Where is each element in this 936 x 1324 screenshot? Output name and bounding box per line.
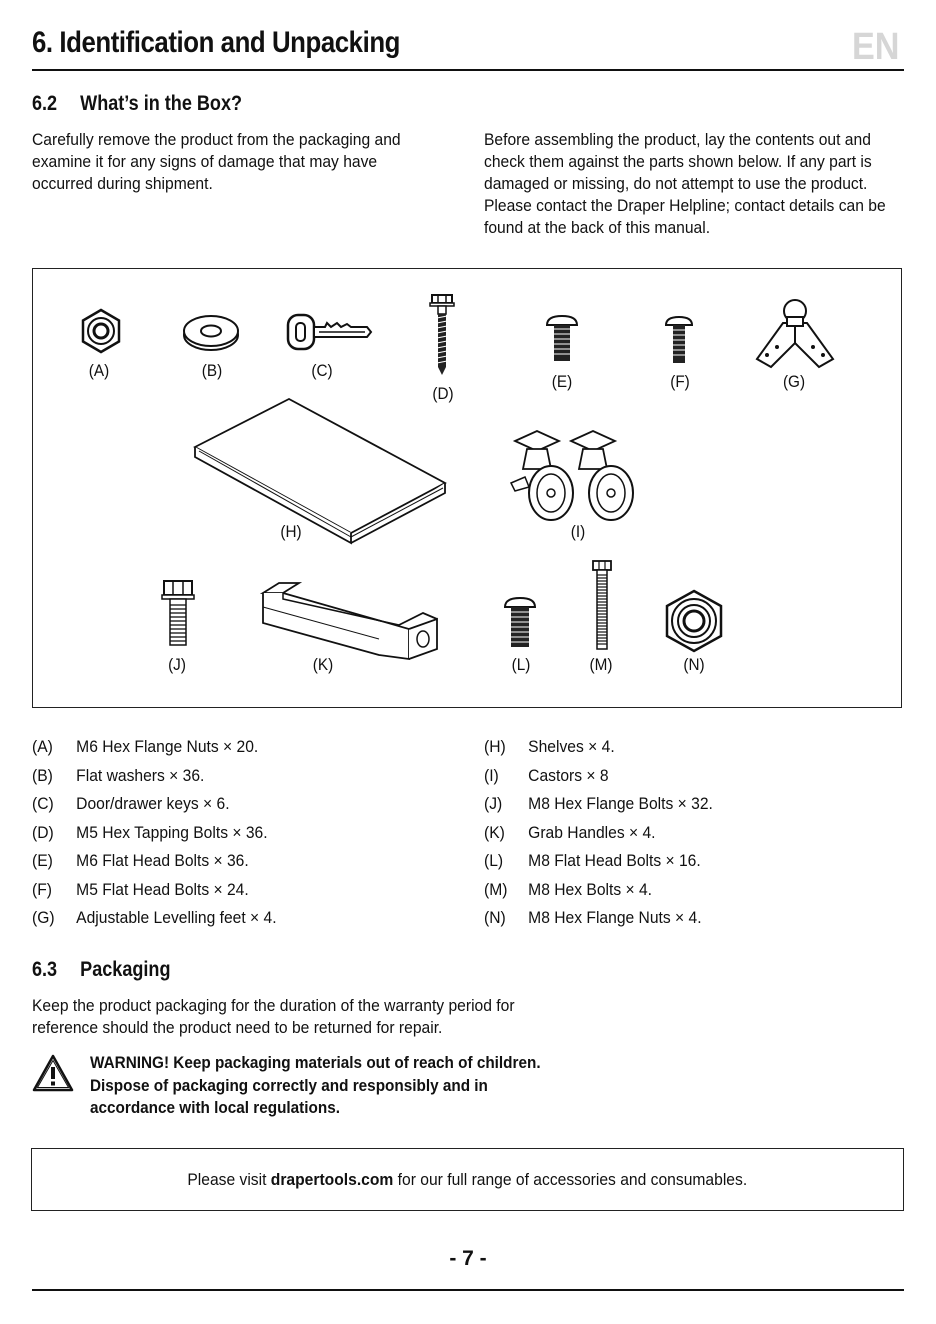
part-label-l: (L) [511, 655, 531, 674]
part-label-f: (F) [670, 372, 690, 391]
key-icon [286, 313, 373, 351]
parts-illustration-box: (A) (B) (C) (D) (E) [32, 268, 902, 708]
packaging-paragraph: Keep the product packaging for the durat… [32, 996, 515, 1037]
accessories-notice-box: Please visit drapertools.com for our ful… [31, 1148, 904, 1211]
flat-head-bolt-m6-icon [545, 314, 579, 361]
header-rule [32, 69, 904, 71]
flat-washer-icon [183, 315, 239, 351]
footer-rule [32, 1289, 904, 1291]
list-item: (L)M8 Flat Head Bolts × 16. [484, 851, 701, 870]
part-label-d: (D) [432, 384, 454, 403]
section-number: 6.3 [32, 958, 58, 981]
section-title: Packaging [80, 958, 171, 981]
page-number: - 7 - [449, 1247, 487, 1270]
section-title: What’s in the Box? [80, 92, 243, 115]
list-item: (C)Door/drawer keys × 6. [32, 794, 230, 813]
flat-head-bolt-m8-icon [503, 596, 537, 647]
language-badge: EN [852, 26, 900, 68]
parts-list-right: (H)Shelves × 4. (I)Castors × 8 (J)M8 Hex… [484, 737, 713, 937]
flat-head-bolt-m5-icon [664, 315, 694, 363]
part-label-a: (A) [88, 361, 110, 380]
list-item: (A)M6 Hex Flange Nuts × 20. [32, 737, 259, 756]
part-label-c: (C) [311, 361, 333, 380]
part-label-e: (E) [551, 372, 573, 391]
page-title: 6. Identification and Unpacking [32, 26, 400, 59]
list-item: (H)Shelves × 4. [484, 737, 615, 756]
list-item: (D)M5 Hex Tapping Bolts × 36. [32, 822, 268, 842]
hex-bolt-icon [592, 560, 612, 650]
part-label-n: (N) [683, 655, 705, 674]
list-item: (N)M8 Hex Flange Nuts × 4. [484, 908, 702, 927]
hex-flange-nut-m8-icon [665, 589, 723, 653]
website-link[interactable]: drapertools.com [271, 1169, 394, 1189]
part-label-j: (J) [168, 655, 186, 674]
grab-handle-icon [259, 582, 438, 661]
part-label-m: (M) [589, 655, 613, 674]
section-heading-6-3: 6.3 Packaging [32, 958, 171, 982]
hex-flange-nut-icon [81, 308, 121, 354]
intro-right-paragraph: Before assembling the product, lay the c… [484, 130, 886, 237]
hex-flange-bolt-icon [161, 580, 195, 646]
list-item: (F)M5 Flat Head Bolts × 24. [32, 879, 249, 899]
list-item: (K)Grab Handles × 4. [484, 822, 656, 842]
parts-list-left: (A)M6 Hex Flange Nuts × 20. (B)Flat wash… [32, 737, 277, 937]
part-label-b: (B) [201, 361, 223, 380]
part-label-i: (I) [570, 522, 586, 541]
castor-wheels-icon [509, 430, 634, 521]
list-item: (B)Flat washers × 36. [32, 765, 205, 785]
shelf-icon [193, 397, 447, 545]
intro-left-paragraph: Carefully remove the product from the pa… [32, 130, 401, 193]
list-item: (J)M8 Hex Flange Bolts × 32. [484, 794, 713, 813]
part-label-g: (G) [782, 372, 806, 391]
list-item: (E)M6 Flat Head Bolts × 36. [32, 851, 249, 870]
levelling-foot-icon [755, 299, 835, 369]
tapping-bolt-icon [429, 294, 455, 375]
section-heading-6-2: 6.2 What’s in the Box? [32, 92, 242, 116]
list-item: (M)M8 Hex Bolts × 4. [484, 879, 653, 899]
packaging-warning: WARNING! Keep packaging materials out of… [90, 1053, 541, 1117]
warning-triangle-icon [32, 1054, 74, 1092]
part-label-k: (K) [312, 655, 334, 674]
list-item: (G)Adjustable Levelling feet × 4. [32, 908, 277, 927]
list-item: (I)Castors × 8 [484, 765, 609, 785]
section-number: 6.2 [32, 92, 58, 115]
part-label-h: (H) [280, 522, 302, 541]
